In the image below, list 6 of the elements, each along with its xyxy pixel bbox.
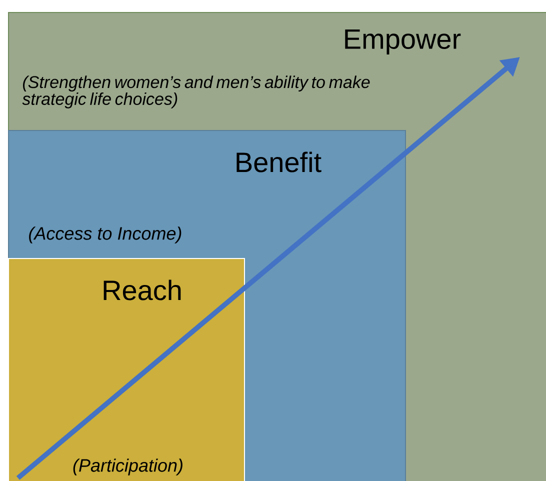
subtitle: (Access to Income) xyxy=(29,226,182,244)
subtitle: (Participation) xyxy=(73,458,182,476)
heading: Benefit xyxy=(236,152,322,172)
heading: Empower xyxy=(345,29,461,55)
heading: Reach xyxy=(104,280,181,300)
subtitle: (Strengthen women’s and men’s ability to make strategic life choices) xyxy=(22,76,370,108)
